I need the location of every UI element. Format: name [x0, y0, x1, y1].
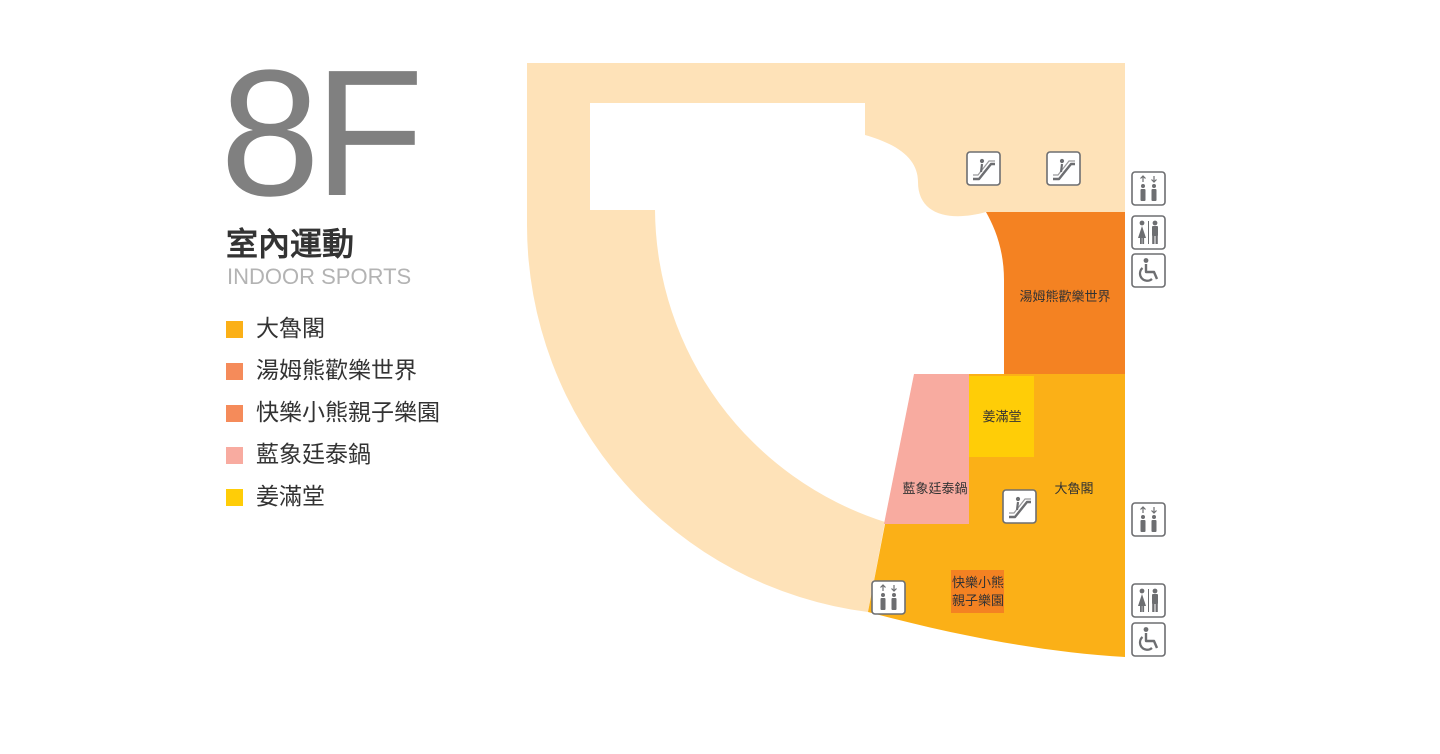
- store-label-tairoge: 大魯閣: [1054, 482, 1093, 497]
- legend-swatch: [226, 446, 243, 464]
- category-title-en: INDOOR SPORTS: [227, 264, 412, 289]
- legend-item-tairoge[interactable]: 大魯閣: [226, 308, 440, 350]
- legend-label: 姜滿堂: [256, 484, 325, 510]
- accessible-icon: [1130, 621, 1167, 658]
- zone-jiangmantang[interactable]: [969, 376, 1034, 457]
- zone-tomsworld[interactable]: [986, 212, 1125, 374]
- legend-item-lanxiang[interactable]: 藍象廷泰鍋: [226, 434, 440, 476]
- elevator-icon: [1131, 171, 1166, 206]
- zone-happybear[interactable]: [951, 570, 1004, 613]
- store-label-happybear-line1: 快樂小熊: [952, 575, 1004, 591]
- zone-tairoge[interactable]: [868, 374, 1125, 657]
- legend-label: 藍象廷泰鍋: [256, 442, 371, 468]
- legend-swatch: [226, 320, 243, 338]
- zone-lanxiang[interactable]: [884, 374, 969, 524]
- legend-swatch: [226, 488, 243, 506]
- legend-swatch: [226, 362, 243, 380]
- accessible-icon: [1130, 252, 1167, 289]
- legend-label: 大魯閣: [256, 316, 325, 342]
- legend-item-tomsworld[interactable]: 湯姆熊歡樂世界: [226, 350, 440, 392]
- restroom-icon: [1131, 215, 1166, 250]
- floor-number: 8F: [220, 33, 424, 234]
- escalator-icon: [1045, 150, 1082, 187]
- store-label-tomsworld: 湯姆熊歡樂世界: [1019, 289, 1110, 305]
- restroom-icon: [1131, 583, 1166, 618]
- store-label-jiangmantang: 姜滿堂: [982, 409, 1021, 425]
- corridor-area: [527, 63, 1125, 612]
- store-label-happybear-line2: 親子樂園: [952, 593, 1004, 609]
- elevator-icon: [871, 580, 906, 615]
- legend-label: 快樂小熊親子樂園: [256, 400, 440, 426]
- store-label-lanxiang: 藍象廷泰鍋: [902, 481, 967, 497]
- escalator-icon: [1001, 488, 1038, 525]
- legend-swatch: [226, 404, 243, 422]
- legend-item-happybear[interactable]: 快樂小熊親子樂園: [226, 392, 440, 434]
- elevator-icon: [1131, 502, 1166, 537]
- legend-label: 湯姆熊歡樂世界: [256, 358, 417, 384]
- escalator-icon: [965, 150, 1002, 187]
- category-title-zh: 室內運動: [226, 225, 355, 263]
- legend-item-jiangmantang[interactable]: 姜滿堂: [226, 476, 440, 518]
- store-legend: 大魯閣 湯姆熊歡樂世界 快樂小熊親子樂園 藍象廷泰鍋 姜滿堂: [226, 308, 440, 518]
